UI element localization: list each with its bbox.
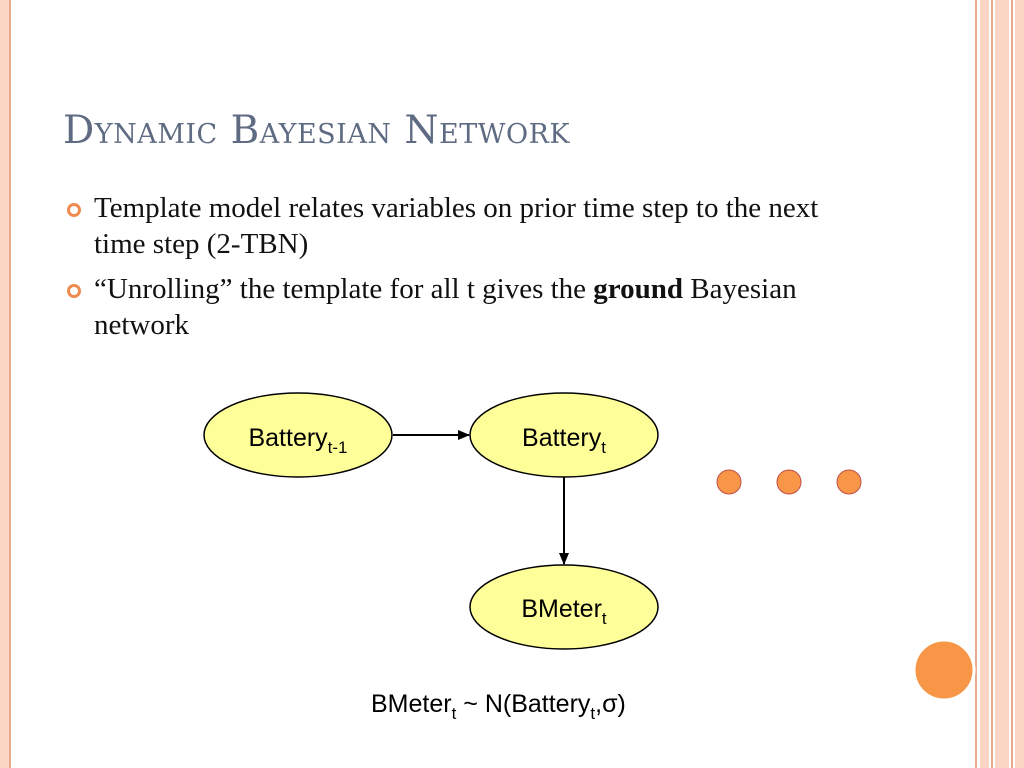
left-border-band [0,0,9,768]
ellipsis-dot-icon [716,469,742,495]
node-ellipse [469,564,659,650]
node-label-subscript: t [601,438,606,457]
bullet-circle-icon [67,284,81,298]
node-label-main: Battery [248,424,328,452]
node-battery-t: Batteryt [469,392,659,478]
ellipsis-dot-icon [836,469,862,495]
formula-rhs-subscript: t [590,704,595,723]
ellipsis-dot-icon [776,469,802,495]
decorative-circle-icon [912,638,976,702]
node-label-main: Battery [522,424,602,452]
formula-lhs: BMeter [371,690,452,718]
bullet-bold-term: ground [593,273,684,305]
right-border-band [1015,0,1024,768]
right-border-line [975,0,977,768]
left-border-line [9,0,11,768]
formula-lhs-subscript: t [452,704,457,723]
node-label-main: BMeter [521,595,602,623]
bullet-text-suffix: Bayesian network [94,273,797,341]
node-ellipse [469,392,659,478]
formula-tail: ,σ) [595,690,626,718]
bullet-item: Template model relates variables on prio… [64,190,854,262]
formula-op: ~ N(Battery [456,690,591,718]
right-border-band [995,0,1009,768]
node-bmeter-t: BMetert [469,564,659,650]
bullet-circle-icon [67,203,81,217]
distribution-formula: BMetert ~ N(Batteryt,σ) [371,690,626,723]
continuation-dots [716,469,862,495]
node-label: BMetert [521,595,607,628]
bullet-list: Template model relates variables on prio… [64,190,854,352]
right-border-line [1011,0,1013,768]
node-battery-t-minus-1: Batteryt-1 [203,392,393,478]
bullet-item: “Unrolling” the template for all t gives… [64,271,854,343]
node-ellipse [203,392,393,478]
bullet-text-prefix: “Unrolling” the template for all t gives… [94,273,594,305]
node-label: Batteryt [522,424,606,457]
right-border-line [991,0,993,768]
node-label: Batteryt-1 [248,424,347,457]
slide-title: Dynamic Bayesian Network [63,108,571,153]
right-border-band [980,0,989,768]
node-label-subscript: t [602,609,607,628]
node-label-subscript: t-1 [328,438,348,457]
bullet-text: Template model relates variables on prio… [94,192,819,260]
